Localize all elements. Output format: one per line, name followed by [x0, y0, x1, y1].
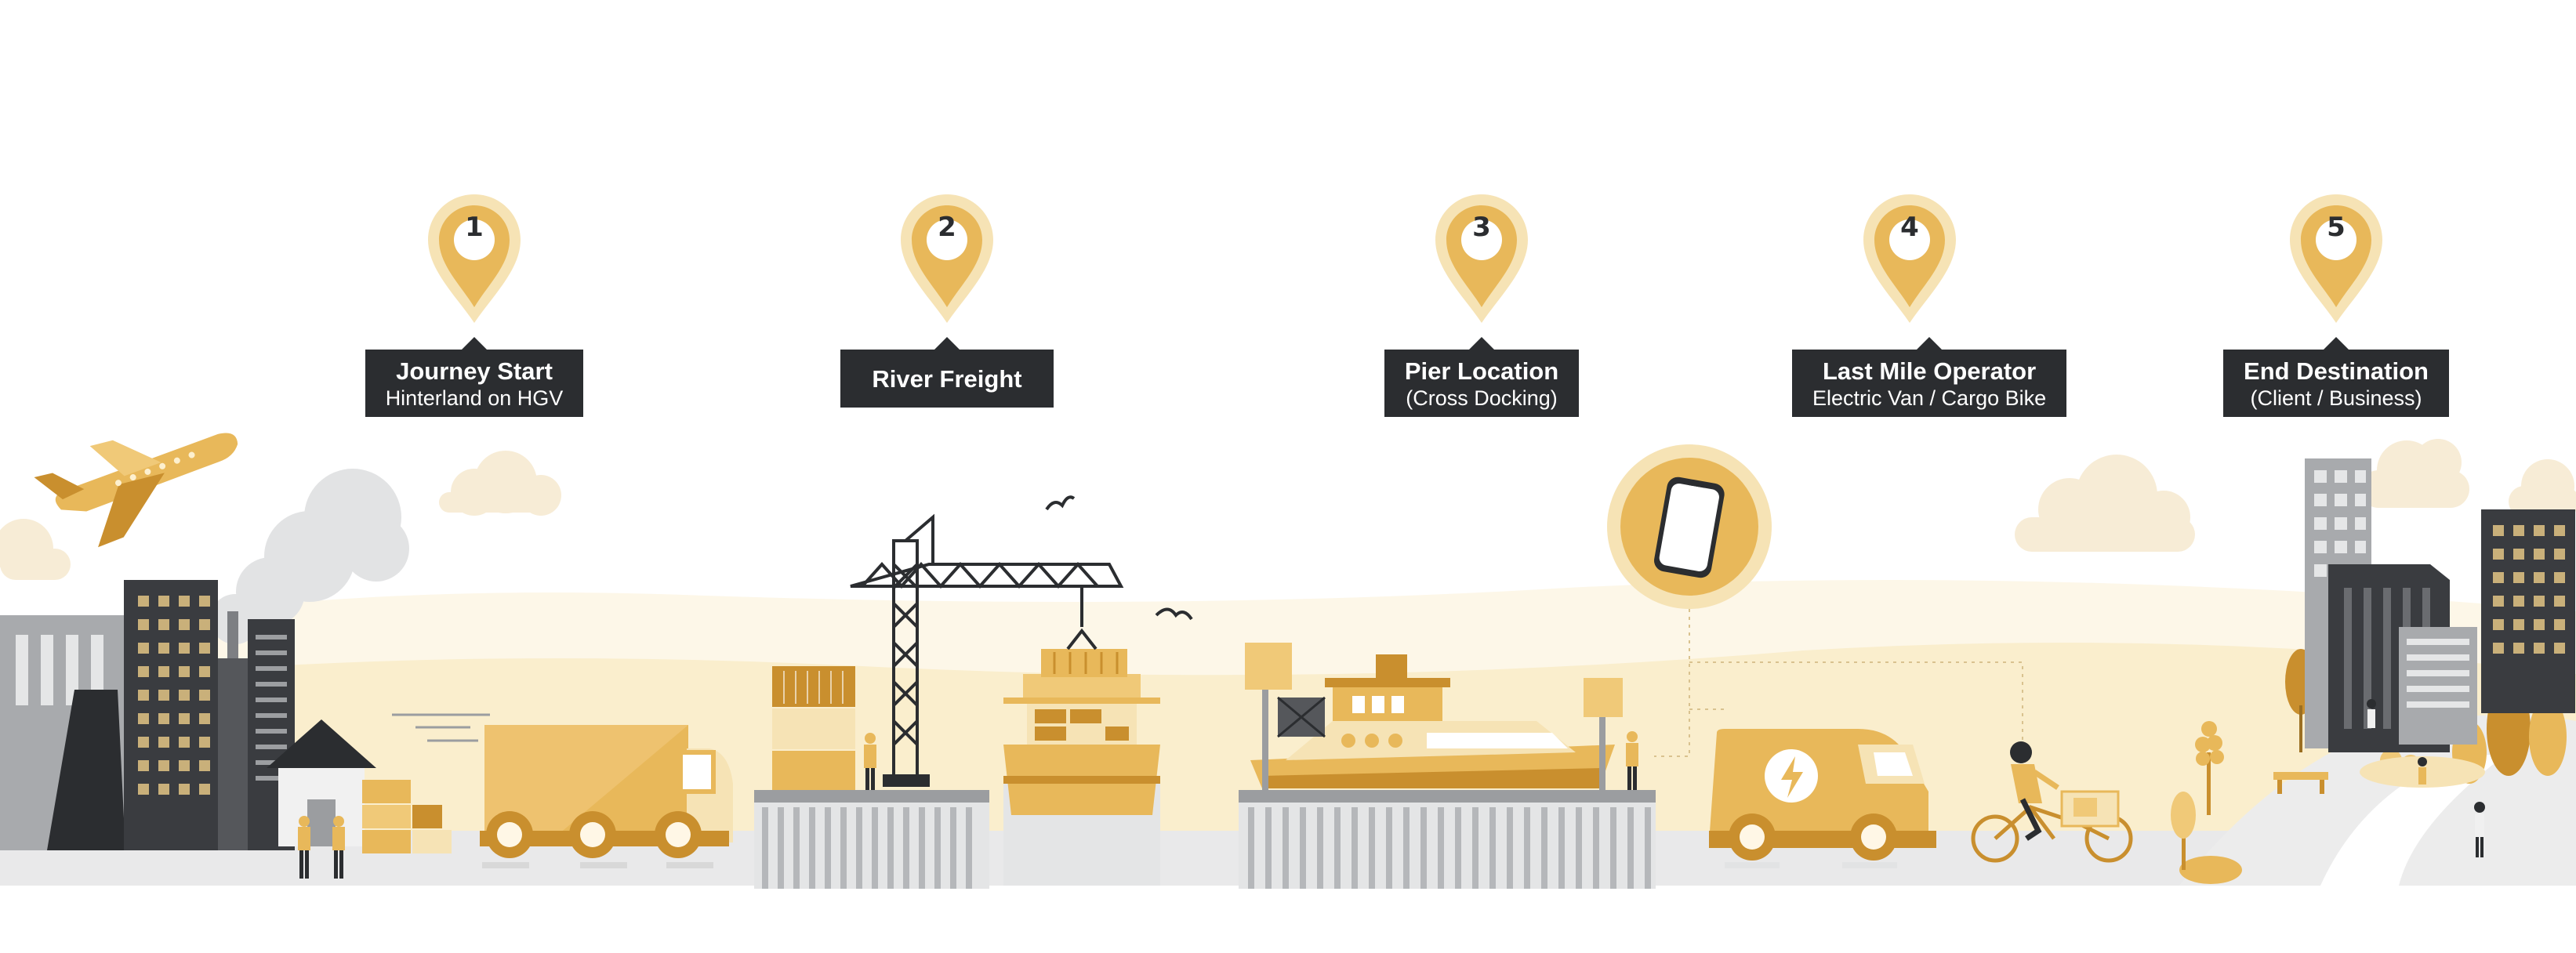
smoke: [210, 469, 409, 644]
clouds: [0, 439, 2576, 580]
network-connectors: [1654, 609, 2023, 784]
birds: [1045, 495, 1193, 621]
cloud-icon: [0, 519, 71, 580]
stage-subtitle: Electric Van / Cargo Bike: [1812, 386, 2047, 410]
office-buildings-icon: [2305, 458, 2575, 752]
map-pin-icon: 1: [425, 191, 524, 326]
stage-label: River Freight: [840, 337, 1054, 408]
cross-dock-pier: [1239, 790, 1656, 889]
stage-number: 4: [1900, 212, 1919, 243]
stage-label: Journey Start Hinterland on HGV: [365, 337, 584, 417]
stage-2: 2 River Freight: [829, 191, 1065, 408]
containers: [772, 666, 855, 790]
cloud-icon: [2509, 459, 2576, 517]
airplane-icon: [34, 433, 238, 548]
stage-title: Pier Location: [1404, 357, 1559, 385]
pedestrians: [2367, 699, 2485, 857]
stage-title: Journey Start: [396, 357, 553, 385]
stage-5: 5 End Destination (Client / Business): [2219, 191, 2454, 417]
electric-van-icon: [1709, 729, 1936, 868]
container-ship-icon: [1003, 628, 1160, 886]
cargo-bike-icon: [1971, 741, 2133, 863]
stage-label: Pier Location (Cross Docking): [1384, 337, 1580, 417]
hgv-truck-icon: [392, 713, 733, 868]
stage-subtitle: (Client / Business): [2250, 386, 2422, 410]
map-pin-icon: 3: [1432, 191, 1531, 326]
barge-icon: [1245, 643, 1623, 792]
stage-title: River Freight: [872, 365, 1022, 393]
park-trees: [2171, 649, 2567, 884]
stage-number: 2: [938, 212, 956, 243]
workers: [298, 816, 345, 879]
stage-number: 1: [465, 212, 484, 243]
river-pier: [754, 790, 989, 889]
warehouse-icon: [267, 719, 376, 846]
smartphone-icon: [1607, 444, 1772, 609]
stage-subtitle: Hinterland on HGV: [385, 386, 564, 410]
stage-1: 1 Journey Start Hinterland on HGV: [357, 191, 592, 417]
map-pin-icon: 2: [898, 191, 996, 326]
factory-icon: [0, 580, 295, 850]
dock-worker: [864, 733, 876, 790]
map-pin-icon: 4: [1860, 191, 1959, 326]
stage-title: Last Mile Operator: [1822, 357, 2037, 385]
stage-subtitle: (Cross Docking): [1406, 386, 1558, 410]
map-pin-icon: 5: [2287, 191, 2386, 326]
stage-4: 4 Last Mile Operator Electric Van / Carg…: [1792, 191, 2067, 417]
stage-3: 3 Pier Location (Cross Docking): [1364, 191, 1599, 417]
crane-icon: [850, 513, 1124, 787]
stage-label: End Destination (Client / Business): [2223, 337, 2449, 417]
cloud-icon: [2015, 455, 2195, 552]
stage-label: Last Mile Operator Electric Van / Cargo …: [1792, 337, 2067, 417]
boxes: [362, 780, 452, 853]
pier-worker: [1626, 731, 1638, 790]
stage-title: End Destination: [2244, 357, 2429, 385]
stage-number: 5: [2327, 212, 2346, 243]
stage-number: 3: [1472, 212, 1491, 243]
cloud-icon: [439, 451, 561, 516]
cloud-icon: [2360, 439, 2469, 508]
